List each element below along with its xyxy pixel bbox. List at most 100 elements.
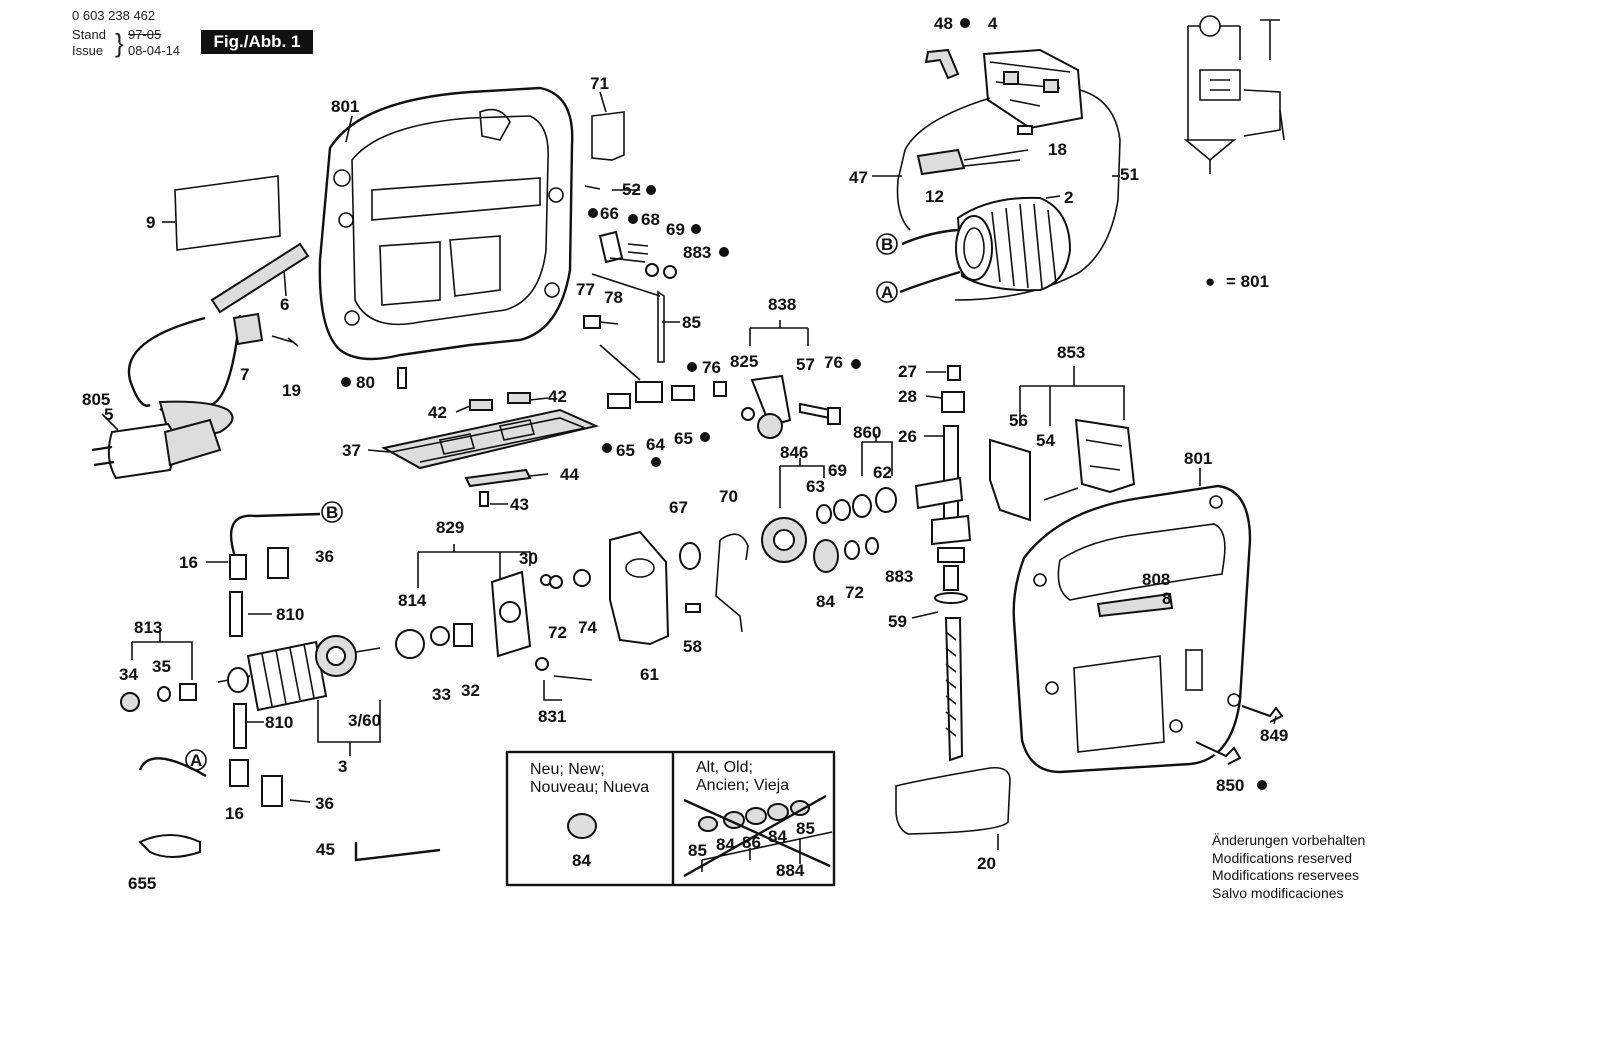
callout-44: 44 bbox=[560, 465, 579, 484]
callout-20: 20 bbox=[977, 854, 996, 873]
dot-883-top bbox=[719, 247, 729, 257]
callout-7: 7 bbox=[240, 365, 249, 384]
part-35-washer bbox=[157, 686, 171, 702]
callout-59: 59 bbox=[888, 612, 907, 631]
wiring-schematic bbox=[1183, 15, 1285, 174]
part-36-cap-top bbox=[267, 547, 289, 579]
part-853-guide bbox=[1074, 418, 1136, 494]
callout-72-right: 72 bbox=[845, 583, 864, 602]
marker-a-circle-bottom bbox=[185, 749, 207, 771]
callout-838: 838 bbox=[768, 295, 796, 314]
callout-814: 814 bbox=[398, 591, 427, 610]
dot-66 bbox=[588, 208, 598, 218]
callout-78: 78 bbox=[604, 288, 623, 307]
dot-80 bbox=[341, 377, 351, 387]
callout-74: 74 bbox=[578, 618, 597, 637]
part-7-clamp bbox=[232, 312, 264, 346]
part-6-cord-sleeve bbox=[210, 242, 310, 314]
callout-26: 26 bbox=[898, 427, 917, 446]
callout-61: 61 bbox=[640, 665, 659, 684]
base-plate-drawing bbox=[381, 392, 600, 507]
callout-33: 33 bbox=[432, 685, 451, 704]
switch-assembly-drawing bbox=[982, 48, 1084, 130]
marker-a-circle-top bbox=[876, 281, 898, 303]
part-66-bracket bbox=[598, 230, 624, 264]
part-19-screw bbox=[271, 335, 299, 347]
callout-28: 28 bbox=[898, 387, 917, 406]
callout-801-housing-right: 801 bbox=[1184, 449, 1212, 468]
dot-76-right bbox=[851, 359, 861, 369]
callout-63: 63 bbox=[806, 477, 825, 496]
marker-b-circle-mid bbox=[321, 501, 343, 523]
callout-37: 37 bbox=[342, 441, 361, 460]
old-new-inset: Neu; New; Nouveau; Nueva 84 Alt, Old; An… bbox=[505, 750, 836, 887]
callout-43: 43 bbox=[510, 495, 529, 514]
callout-51: 51 bbox=[1120, 165, 1139, 184]
part-16-brush-holder-bottom bbox=[229, 759, 249, 787]
dot-65-right bbox=[700, 432, 710, 442]
callout-810-top: 810 bbox=[276, 605, 304, 624]
callout-4: 4 bbox=[988, 14, 998, 33]
callout-655: 655 bbox=[128, 874, 156, 893]
part-65-pad-left bbox=[607, 393, 631, 409]
callout-52: 52 bbox=[622, 180, 641, 199]
callout-829: 829 bbox=[436, 518, 464, 537]
dot-76-left bbox=[687, 362, 697, 372]
callout-84: 84 bbox=[816, 592, 835, 611]
gear-group-drawing bbox=[761, 487, 897, 573]
callout-56: 56 bbox=[1009, 411, 1028, 430]
callout-850: 850 bbox=[1216, 776, 1244, 795]
callout-35: 35 bbox=[152, 657, 171, 676]
inset-old-part-5: 85 bbox=[796, 819, 815, 838]
part-70-hook bbox=[715, 533, 749, 633]
part-2-stator-drawing bbox=[955, 196, 1072, 292]
callout-801-housing-left: 801 bbox=[331, 97, 359, 116]
callout-805: 805 bbox=[82, 390, 110, 409]
callout-849: 849 bbox=[1260, 726, 1288, 745]
inset-old-part-2: 84 bbox=[716, 835, 735, 854]
part-56-spring-plate bbox=[989, 438, 1031, 522]
marker-a-top: A bbox=[881, 283, 893, 302]
callout-16-top: 16 bbox=[179, 553, 198, 572]
callout-69-mid: 69 bbox=[828, 461, 847, 480]
callout-5: 5 bbox=[104, 405, 113, 424]
callout-85: 85 bbox=[682, 313, 701, 332]
callout-42-left: 42 bbox=[428, 403, 447, 422]
part-64-holder bbox=[635, 381, 663, 403]
leader-lines bbox=[101, 115, 1277, 872]
callout-65-right: 65 bbox=[674, 429, 693, 448]
issue-value: 08-04-14 bbox=[128, 43, 181, 58]
callout-48: 48 bbox=[934, 14, 953, 33]
note-line-fr: Modifications reservees bbox=[1212, 867, 1360, 883]
callout-80: 80 bbox=[356, 373, 375, 392]
callout-62: 62 bbox=[873, 463, 892, 482]
part-47-wire bbox=[896, 97, 991, 231]
part-48-clip bbox=[924, 48, 960, 80]
callout-70: 70 bbox=[719, 487, 738, 506]
callout-labels: 801 71 52 9 66 68 69 883 6 77 78 85 7 19… bbox=[82, 14, 1288, 893]
issue-label: Issue bbox=[72, 43, 104, 58]
callout-813: 813 bbox=[134, 618, 162, 637]
callout-3: 3 bbox=[338, 757, 347, 776]
dot-65-left bbox=[602, 443, 612, 453]
figure-tag: Fig./Abb. 1 bbox=[201, 30, 313, 54]
callout-64: 64 bbox=[646, 435, 665, 454]
part-655-bracket bbox=[138, 834, 201, 858]
callout-69-top: 69 bbox=[666, 220, 685, 239]
housing-half-drawing bbox=[318, 86, 574, 361]
callout-34: 34 bbox=[119, 665, 138, 684]
callout-57: 57 bbox=[796, 355, 815, 374]
part-34-nut bbox=[120, 692, 140, 712]
dot-48 bbox=[960, 18, 970, 28]
callout-72-left: 72 bbox=[548, 623, 567, 642]
marker-b-circle-top bbox=[876, 233, 898, 255]
document-number: 0 603 238 462 bbox=[72, 8, 156, 23]
part-71-shape bbox=[591, 111, 625, 161]
callout-6: 6 bbox=[280, 295, 289, 314]
callout-2: 2 bbox=[1064, 188, 1073, 207]
callout-9: 9 bbox=[146, 213, 155, 232]
plunger-column-drawing bbox=[914, 365, 972, 762]
callout-30: 30 bbox=[519, 549, 538, 568]
part-80-pin bbox=[397, 367, 407, 389]
callout-883-mid: 883 bbox=[885, 567, 913, 586]
